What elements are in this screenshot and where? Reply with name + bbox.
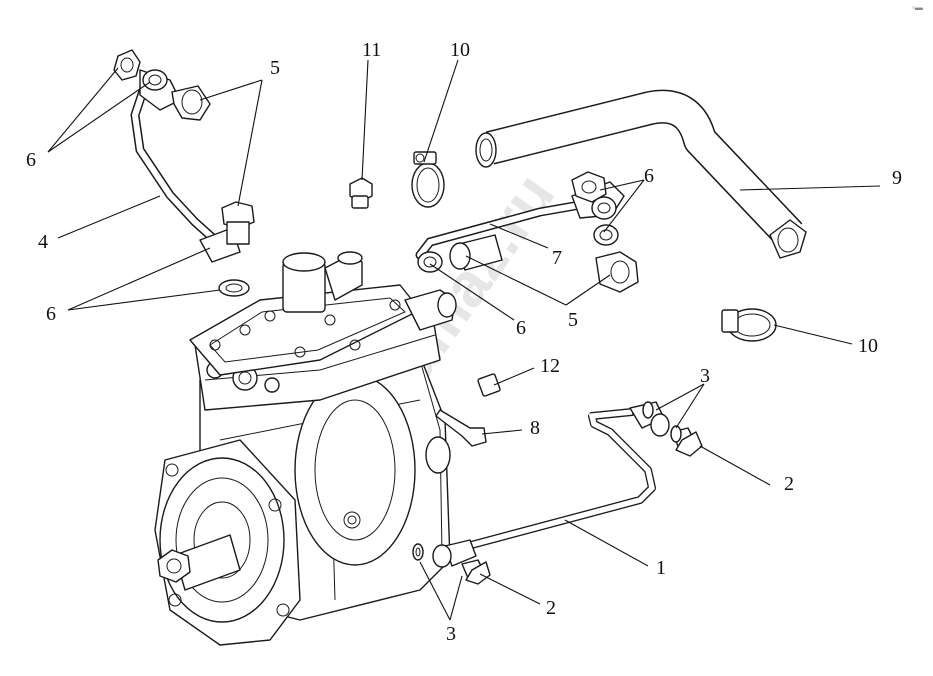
- corner-mark: ◦▬: [912, 3, 923, 12]
- washer-upper-right-c: [593, 224, 619, 246]
- washer-upper-right-d: [417, 251, 443, 273]
- washer-left-top: [113, 49, 141, 81]
- callout-labels: 6 5 4 6 11 10 9 6 7 6 5 10 12 8 3 2 1 2 …: [26, 39, 902, 645]
- callout-4: 4: [38, 231, 48, 253]
- bolt-upper-right: [595, 251, 639, 293]
- callout-8: 8: [530, 417, 540, 439]
- water-pipe-lower: [432, 401, 670, 568]
- sealing-washers-lower: [412, 543, 424, 561]
- callout-2-upper: 2: [784, 473, 794, 495]
- callout-11: 11: [362, 39, 381, 61]
- callout-6-bottom-left: 6: [46, 303, 56, 325]
- fitting-small: [349, 177, 373, 209]
- callout-10-right: 10: [858, 335, 878, 357]
- callout-10-top: 10: [450, 39, 470, 61]
- callout-5-top-left: 5: [270, 57, 280, 79]
- callout-3-lower: 3: [446, 623, 456, 645]
- callout-7: 7: [552, 247, 562, 269]
- callout-6-right: 6: [644, 165, 654, 187]
- air-compressor: [154, 251, 457, 646]
- bolt-left-top: [171, 85, 211, 121]
- washer-left-bottom: [218, 279, 250, 297]
- bolt-left-mid: [221, 201, 255, 245]
- hose-clamp-top: [411, 151, 445, 208]
- washer-upper-right-b: [591, 196, 617, 220]
- callout-3-upper: 3: [700, 365, 710, 387]
- callout-2-lower: 2: [546, 597, 556, 619]
- sealing-washers-upper: [642, 401, 682, 443]
- callout-6-mid: 6: [516, 317, 526, 339]
- water-hose: [475, 89, 807, 259]
- callout-1: 1: [656, 557, 666, 579]
- callout-6-top-left: 6: [26, 149, 36, 171]
- washer-upper-right-a: [571, 171, 607, 203]
- callout-12: 12: [540, 355, 560, 377]
- plug: [477, 373, 501, 397]
- callout-9: 9: [892, 167, 902, 189]
- leader-lines: [47, 59, 881, 621]
- clip-bracket: [435, 409, 487, 447]
- callout-5-mid: 5: [568, 309, 578, 331]
- banjo-bolt-lower: [461, 559, 491, 585]
- hose-clamp-right: [721, 308, 777, 342]
